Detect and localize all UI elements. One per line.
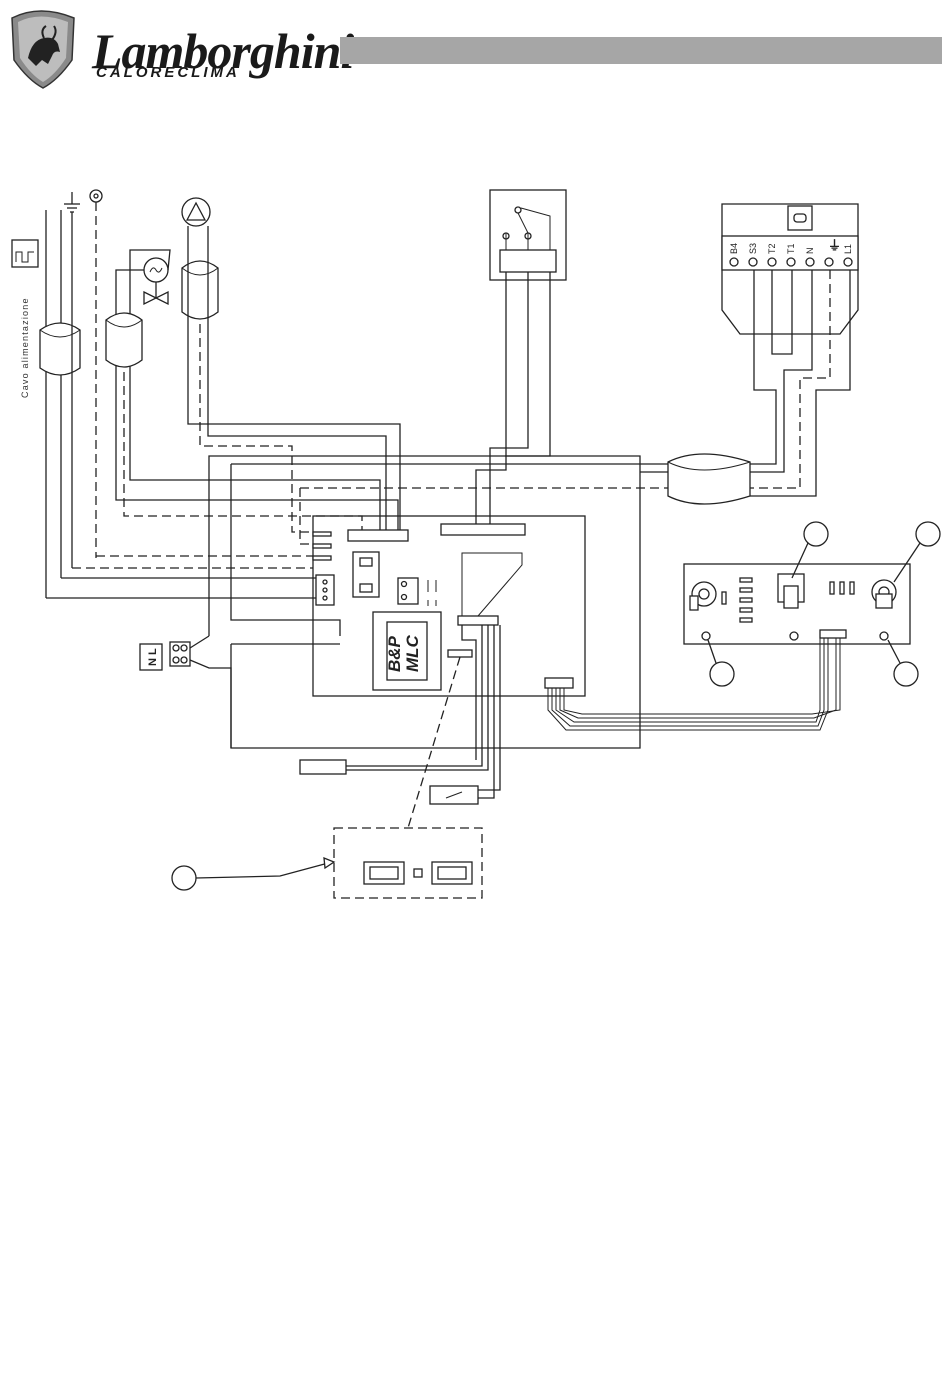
power-cable-sleeve: [40, 323, 80, 375]
terminal-label-s3: S3: [748, 243, 758, 254]
board-connector-left: [348, 530, 408, 541]
terminal-label-earth: ⏚: [828, 238, 841, 253]
board-label-line1: B&P: [385, 635, 404, 672]
callout-circle-led-right: [894, 662, 918, 686]
callout-circle-display: [804, 522, 828, 546]
panel-ribbon-connector: [820, 630, 846, 638]
main-control-board: [313, 516, 585, 696]
board-label-line2: MLC: [403, 634, 422, 672]
callout-circle-jumper: [172, 866, 196, 890]
board-connector-right: [441, 524, 525, 535]
terminal-label-b4: B4: [729, 243, 739, 254]
board-jumper: [448, 650, 472, 657]
mains-terminal-label: N L: [147, 648, 159, 666]
main-cable-sleeve: [668, 454, 750, 504]
board-sensor-connector: [458, 616, 498, 625]
terminal-label-n: N: [805, 248, 815, 255]
callout-circle-led-left: [710, 662, 734, 686]
mains-terminal-block: [170, 642, 190, 666]
callout-circle-pot-right: [916, 522, 940, 546]
ribbon-cable: [548, 638, 840, 730]
valve-cable-sleeve: [106, 313, 142, 367]
terminal-label-t1: T1: [786, 243, 796, 254]
board-ribbon-connector: [545, 678, 573, 688]
terminal-label-t2: T2: [767, 243, 777, 254]
power-cable-label: Cavo alimentazione: [20, 297, 30, 398]
board-relay: [398, 578, 418, 604]
temperature-sensor-probe: [300, 760, 346, 774]
terminal-label-l1: L1: [843, 244, 853, 254]
